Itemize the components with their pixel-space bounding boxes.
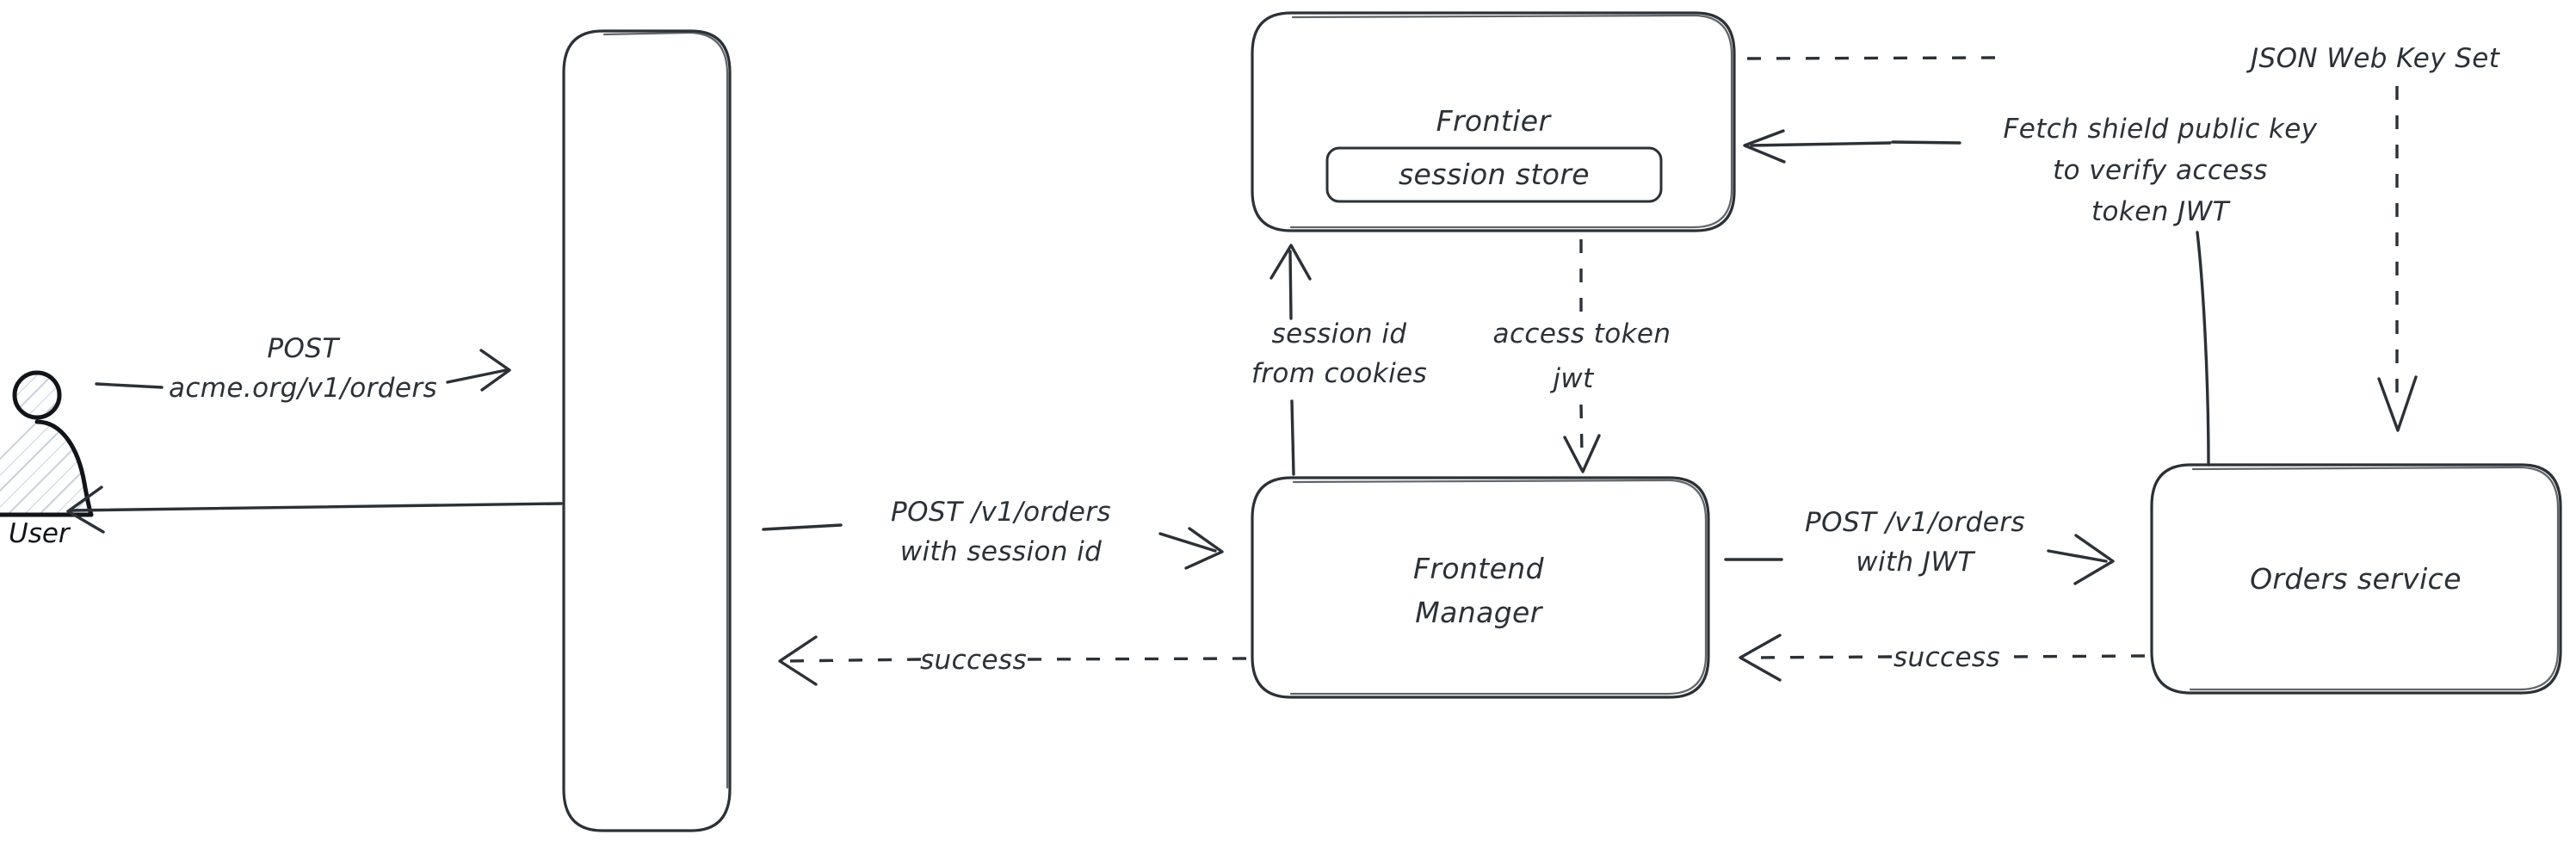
edge-frontend-manager-to-frontier [1269,244,1312,476]
node-frontend-manager[interactable]: Frontend Manager [1251,476,1710,699]
edge-label-lb-to-fm-line2: with session id [900,536,1103,567]
edge-label-orders-to-frontier-line2: to verify access [2053,155,2268,186]
edge-label-user-to-lb-line1: POST [267,333,340,364]
node-frontier-label: Frontier [1436,104,1553,138]
node-session-store[interactable]: session store [1325,146,1663,203]
edge-label-fm-to-orders-line2: with JWT [1856,547,1975,578]
edge-label-json-web-key-set: JSON Web Key Set [2246,43,2501,74]
node-load-balancer[interactable] [562,29,732,832]
node-frontier[interactable]: Frontier session store [1251,11,1736,232]
edge-label-orders-to-fm: success [1893,642,2000,673]
edge-label-user-to-lb-line2: acme.org/v1/orders [169,373,437,404]
edge-label-frontier-to-fm-line2: jwt [1549,363,1595,394]
edge-label-fm-to-lb: success [920,645,1027,676]
node-orders-service-label: Orders service [2250,562,2462,596]
edge-orders-service-to-frontier [1743,129,2210,467]
actor-user-label: User [9,518,71,549]
edge-label-frontier-to-fm-line1: access token [1493,318,1671,349]
node-orders-service[interactable]: Orders service [2150,463,2562,695]
edge-frontend-manager-to-orders-service [1724,534,2115,585]
edge-label-orders-to-frontier-line1: Fetch shield public key [2004,114,2318,145]
node-frontend-manager-label-line1: Frontend [1413,552,1545,585]
edge-label-lb-to-fm-line1: POST /v1/orders [891,497,1111,528]
person-icon [0,370,94,517]
edge-label-orders-to-frontier-line3: token JWT [2091,196,2231,227]
node-frontend-manager-label-line2: Manager [1415,596,1543,629]
edge-label-fm-to-frontier-line2: from cookies [1251,358,1427,389]
edge-load-balancer-to-user [66,485,563,534]
edge-frontier-to-frontend-manager [1563,239,1601,473]
actor-user[interactable]: User [0,370,94,549]
edge-load-balancer-to-frontend-manager [762,523,1224,570]
node-session-store-label: session store [1399,158,1590,191]
edge-label-fm-to-orders-line1: POST /v1/orders [1805,507,2025,538]
edge-frontend-manager-to-load-balancer [778,635,1247,686]
edge-json-web-key-set [1746,56,2418,432]
edge-label-fm-to-frontier-line1: session id [1272,318,1407,349]
edge-user-to-load-balancer [95,349,511,392]
edge-orders-service-to-frontend-manager [1739,634,2146,682]
